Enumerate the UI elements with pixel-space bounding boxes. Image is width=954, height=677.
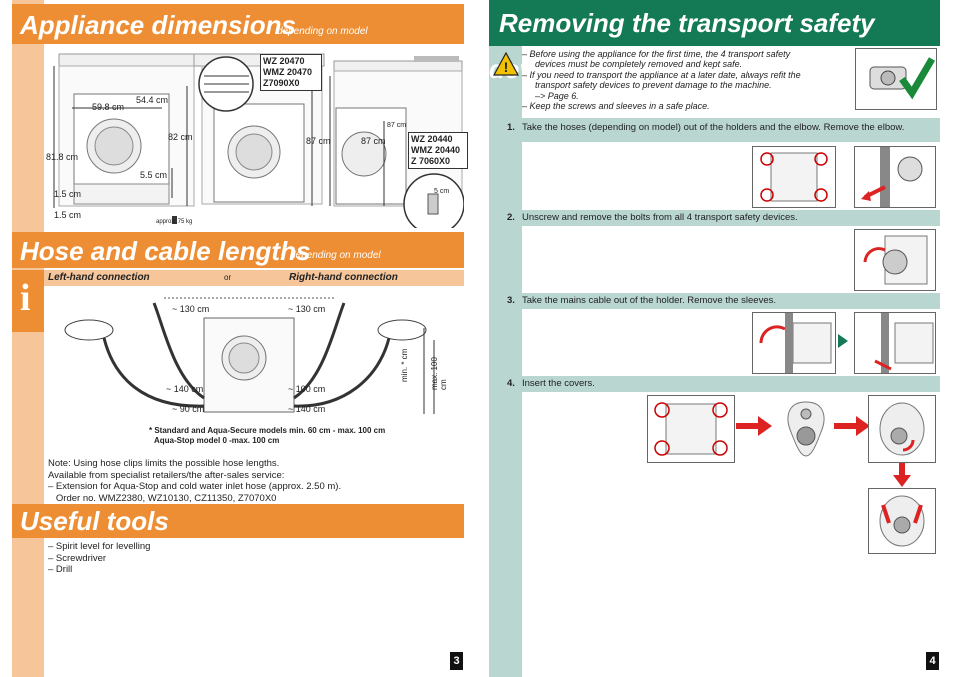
step-4-text: Insert the covers. xyxy=(522,378,595,389)
step-2-number: 2. xyxy=(507,212,515,223)
page-number-right: 4 xyxy=(926,652,939,670)
step-4-illustration-b xyxy=(868,395,936,463)
hose-90: ~ 90 cm xyxy=(172,404,205,414)
hose-footnote-1: * Standard and Aqua-Secure models min. 6… xyxy=(149,426,386,435)
warning-line: – Before using the appliance for the fir… xyxy=(522,49,791,59)
hose-header: Hose and cable lengths depending on mode… xyxy=(12,232,464,268)
right-page-title: Removing the transport safety devices xyxy=(489,8,875,84)
step-3-arrow-icon xyxy=(838,334,848,348)
note-line: – Extension for Aqua-Stop and cold water… xyxy=(48,481,342,492)
right-page-sidebar xyxy=(489,0,522,677)
tool-item: – Drill xyxy=(48,564,73,575)
hose-footnote-2: Aqua-Stop model 0 -max. 100 cm xyxy=(154,436,280,445)
model-box-1-line: WMZ 20470 xyxy=(263,67,313,77)
hose-140a: ~ 140 cm xyxy=(166,384,204,394)
hose-max: max. 100 cm xyxy=(430,357,448,390)
hose-drawing xyxy=(64,297,435,414)
hose-note: Note: Using hose clips limits the possib… xyxy=(48,458,460,504)
dim-weight: approx. 75 kg xyxy=(156,219,193,225)
connection-bar: Left-hand connection or Right-hand conne… xyxy=(44,270,464,286)
warning-line: transport safety devices to prevent dama… xyxy=(535,80,772,91)
note-line: Note: Using hose clips limits the possib… xyxy=(48,458,280,469)
dim-87a: 87 cm xyxy=(306,136,331,146)
note-line: Available from specialist retailers/the … xyxy=(48,469,285,481)
step-1-number: 1. xyxy=(507,122,515,133)
step-3-illustration-a xyxy=(752,312,836,374)
warning-text: – Before using the appliance for the fir… xyxy=(522,49,852,111)
step-4-arrow-2-icon xyxy=(834,414,870,438)
step-4-arrow-1-icon xyxy=(736,414,772,438)
hose-100: ~ 100 cm xyxy=(288,384,326,394)
step-4-illustration-c xyxy=(868,488,936,554)
dim-5: 5 cm xyxy=(434,188,450,195)
hose-title: Hose and cable lengths xyxy=(20,236,311,266)
warning-icon: ! xyxy=(492,51,520,76)
model-box-1: WZ 20470 WMZ 20470 Z7090X0 xyxy=(260,54,322,91)
warning-line: devices must be completely removed and k… xyxy=(535,59,743,70)
hose-130a: ~ 130 cm xyxy=(172,304,210,314)
tools-list: – Spirit level for levelling – Screwdriv… xyxy=(48,541,150,576)
warning-line: – Keep the screws and sleeves in a safe … xyxy=(522,101,710,112)
step-3-bar: 3. Take the mains cable out of the holde… xyxy=(489,293,940,309)
dim-depth-82: 82 cm xyxy=(168,132,193,142)
model-box-2-line: WZ 20440 xyxy=(411,134,453,144)
dim-height-818: 81.8 cm xyxy=(46,152,79,162)
dimensions-drawing xyxy=(53,53,465,235)
dim-15b: 1.5 cm xyxy=(54,210,82,220)
step-4-cover-icon xyxy=(775,398,837,460)
tools-header: Useful tools xyxy=(12,504,464,538)
step-4-bar: 4. Insert the covers. xyxy=(489,376,940,392)
page-number-left: 3 xyxy=(450,652,463,670)
dim-width-598: 59.8 cm xyxy=(92,102,125,112)
step-3-number: 3. xyxy=(507,295,515,306)
dim-87c: 87 cm xyxy=(387,122,407,129)
tool-item: – Spirit level for levelling xyxy=(48,541,151,552)
warning-line: –> Page 6. xyxy=(535,90,579,101)
hose-diagram: ~ 130 cm ~ 130 cm ~ 140 cm ~ 100 cm ~ 90… xyxy=(44,288,464,448)
tools-title: Useful tools xyxy=(20,506,169,536)
dim-87b: 87 cm xyxy=(361,136,386,146)
dim-15a: 1.5 cm xyxy=(54,189,82,199)
left-page-sidebar xyxy=(12,0,44,677)
hose-140b: ~ 140 cm xyxy=(288,404,326,414)
dim-55: 5.5 cm xyxy=(140,170,168,180)
svg-text:!: ! xyxy=(504,59,509,75)
step-2-text: Unscrew and remove the bolts from all 4 … xyxy=(522,212,798,223)
step-3-illustration-b xyxy=(854,312,936,374)
step-4-arrow-down-icon xyxy=(893,463,911,487)
dim-width-544: 54.4 cm xyxy=(136,95,169,105)
note-line: Order no. WMZ2380, WZ10130, CZ11350, Z70… xyxy=(48,492,277,504)
model-box-2-line: WMZ 20440 xyxy=(411,145,461,155)
step-3-text: Take the mains cable out of the holder. … xyxy=(522,295,777,306)
step-1-text: Take the hoses (depending on model) out … xyxy=(522,122,905,133)
info-block: i xyxy=(12,270,44,332)
hose-130b: ~ 130 cm xyxy=(288,304,326,314)
model-box-1-line: Z7090X0 xyxy=(263,78,300,88)
warning-illustration xyxy=(855,48,937,110)
appliance-dimensions-subtitle: depending on model xyxy=(277,26,368,37)
dimensions-illustration: 59.8 cm 54.4 cm 81.8 cm 82 cm 5.5 cm 1.5… xyxy=(44,46,468,235)
tool-item: – Screwdriver xyxy=(48,552,107,564)
step-2-bar: 2. Unscrew and remove the bolts from all… xyxy=(489,210,940,226)
step-1-illustration-b xyxy=(854,146,936,208)
hose-min: min. * cm xyxy=(400,348,409,382)
appliance-dimensions-header: Appliance dimensions depending on model xyxy=(12,4,464,44)
or-label: or xyxy=(224,273,232,282)
step-2-illustration xyxy=(854,229,936,291)
model-box-1-line: WZ 20470 xyxy=(263,56,305,66)
step-1-bar: 1. Take the hoses (depending on model) o… xyxy=(489,118,940,142)
hose-footnote: * Standard and Aqua-Secure models min. 6… xyxy=(149,426,385,446)
step-4-illustration-a xyxy=(647,395,735,463)
model-box-2: WZ 20440 WMZ 20440 Z 7060X0 xyxy=(408,132,468,169)
appliance-dimensions-title: Appliance dimensions xyxy=(20,10,296,40)
info-icon: i xyxy=(20,277,31,319)
right-connection-label: Right-hand connection xyxy=(289,272,398,283)
left-connection-label: Left-hand connection xyxy=(48,272,150,283)
step-1-illustration-a xyxy=(752,146,836,208)
hose-subtitle: depending on model xyxy=(290,250,381,261)
step-4-number: 4. xyxy=(507,378,515,389)
right-page-header: Removing the transport safety devices xyxy=(489,0,940,84)
model-box-2-line: Z 7060X0 xyxy=(411,156,451,166)
warning-line: – If you need to transport the appliance… xyxy=(522,69,801,80)
